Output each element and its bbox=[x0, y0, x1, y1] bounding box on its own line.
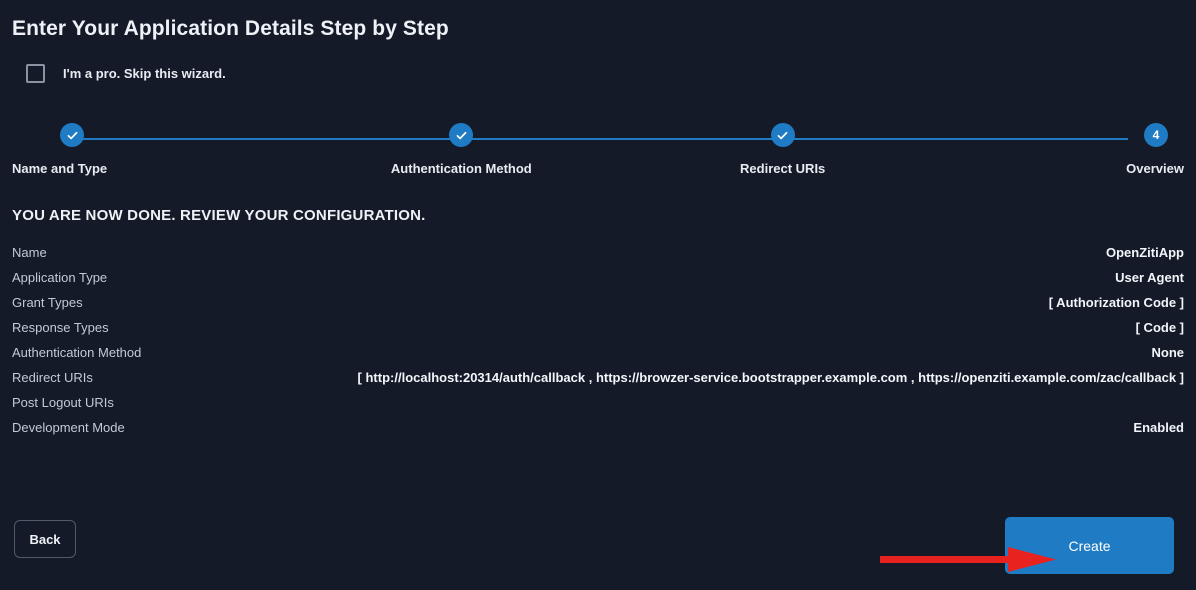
summary-key: Development Mode bbox=[12, 420, 125, 436]
summary-key: Post Logout URIs bbox=[12, 395, 114, 411]
stepper-progress-track bbox=[72, 138, 1128, 141]
summary-row-grant-types: Grant Types [ Authorization Code ] bbox=[12, 295, 1184, 320]
summary-value: [ Authorization Code ] bbox=[1048, 295, 1184, 311]
summary-key: Response Types bbox=[12, 320, 109, 336]
page-title: Enter Your Application Details Step by S… bbox=[12, 17, 449, 40]
summary-key: Application Type bbox=[12, 270, 108, 286]
step-overview[interactable]: 4 Overview bbox=[1024, 123, 1184, 176]
summary-key: Grant Types bbox=[12, 295, 83, 311]
summary-value: OpenZitiApp bbox=[1106, 245, 1184, 261]
check-icon bbox=[777, 131, 788, 139]
summary-row-development-mode: Development Mode Enabled bbox=[12, 420, 1184, 445]
step-2-label: Authentication Method bbox=[390, 161, 532, 177]
wizard-footer: Back Create bbox=[12, 517, 1184, 578]
step-4-label: Overview bbox=[1126, 161, 1184, 177]
summary-row-application-type: Application Type User Agent bbox=[12, 270, 1184, 295]
step-1-bullet[interactable] bbox=[60, 123, 84, 148]
back-button[interactable]: Back bbox=[14, 520, 76, 558]
summary-value: None bbox=[1151, 345, 1185, 361]
summary-row-post-logout-uris: Post Logout URIs bbox=[12, 395, 1184, 420]
summary-value: [ Code ] bbox=[1135, 320, 1184, 336]
skip-wizard-checkbox[interactable] bbox=[26, 64, 45, 84]
annotation-arrow-icon bbox=[880, 547, 1056, 572]
summary-value: [ http://localhost:20314/auth/callback ,… bbox=[357, 370, 1184, 386]
summary-row-authentication-method: Authentication Method None bbox=[12, 345, 1184, 370]
step-4-bullet[interactable]: 4 bbox=[1143, 123, 1168, 148]
summary-value: User Agent bbox=[1115, 270, 1184, 286]
summary-row-redirect-uris: Redirect URIs [ http://localhost:20314/a… bbox=[12, 370, 1184, 395]
check-icon bbox=[67, 131, 77, 139]
step-3-bullet[interactable] bbox=[770, 123, 795, 148]
summary-row-response-types: Response Types [ Code ] bbox=[12, 320, 1184, 345]
summary-key: Authentication Method bbox=[12, 345, 142, 361]
step-3-label: Redirect URIs bbox=[740, 161, 826, 177]
configuration-summary: Name OpenZitiApp Application Type User A… bbox=[12, 245, 1184, 445]
step-authentication-method[interactable]: Authentication Method bbox=[381, 123, 541, 176]
check-icon bbox=[456, 131, 467, 139]
step-2-bullet[interactable] bbox=[449, 123, 474, 148]
summary-key: Redirect URIs bbox=[12, 370, 93, 386]
skip-wizard-row[interactable]: I'm a pro. Skip this wizard. bbox=[12, 64, 1184, 84]
skip-wizard-label: I'm a pro. Skip this wizard. bbox=[63, 66, 226, 82]
step-redirect-uris[interactable]: Redirect URIs bbox=[703, 123, 863, 176]
step-1-label: Name and Type bbox=[12, 161, 108, 177]
review-heading: YOU ARE NOW DONE. REVIEW YOUR CONFIGURAT… bbox=[12, 207, 426, 225]
summary-value: Enabled bbox=[1133, 420, 1184, 436]
summary-row-name: Name OpenZitiApp bbox=[12, 245, 1184, 270]
wizard-stepper: Name and Type Authentication Method Redi… bbox=[12, 123, 1184, 185]
summary-key: Name bbox=[12, 245, 47, 261]
step-name-and-type[interactable]: Name and Type bbox=[12, 123, 220, 176]
